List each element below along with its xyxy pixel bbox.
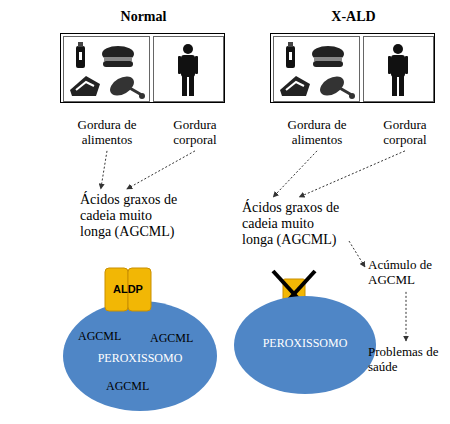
node-label: PEROXISSOMO bbox=[233, 337, 377, 351]
icon-box: Gordura de alimentos bbox=[63, 36, 150, 102]
arrow-connector bbox=[349, 241, 365, 267]
source-label: Gordura de alimentos bbox=[277, 118, 357, 148]
panel-title: Normal bbox=[61, 9, 226, 25]
icon-box: Gordura corporal bbox=[363, 36, 434, 102]
food-icons bbox=[70, 42, 145, 99]
arrow-connector bbox=[299, 151, 405, 197]
node-label: Ácidos graxos de cadeia muito longa (AGC… bbox=[242, 200, 346, 248]
node-label: ALDP bbox=[113, 283, 143, 296]
node-label: PEROXISSOMO bbox=[62, 352, 218, 366]
person-icon bbox=[388, 44, 408, 96]
peroxisome: PEROXISSOMO bbox=[233, 295, 377, 395]
source-label: Gordura corporal bbox=[370, 118, 440, 148]
arrow-connector bbox=[101, 151, 107, 189]
node-label: Problemas de saúde bbox=[368, 345, 444, 375]
node-label: AGCML bbox=[150, 332, 202, 346]
node-label: AGCML bbox=[78, 330, 130, 344]
node-label: AGCML bbox=[106, 380, 158, 394]
peroxisome-membrane bbox=[234, 296, 376, 394]
peroxisome-membrane bbox=[63, 301, 217, 411]
arrow-connector bbox=[127, 151, 195, 189]
node-label: Ácidos graxos de cadeia muito longa (AGC… bbox=[80, 192, 184, 240]
source-label: Gordura de alimentos bbox=[67, 118, 147, 148]
food-icons bbox=[280, 42, 355, 99]
node-label: Acúmulo de AGCML bbox=[368, 258, 444, 288]
text-node: Ácidos graxos de cadeia muito longa (AGC… bbox=[242, 200, 346, 248]
text-node: Problemas de saúde bbox=[368, 345, 444, 375]
arrow-connector bbox=[273, 151, 317, 197]
aldp-transporter: ALDP bbox=[104, 267, 152, 312]
icon-box: Gordura de alimentos bbox=[273, 36, 360, 102]
panel-box: X-ALDGordura de alimentosGordura corpora… bbox=[270, 33, 435, 103]
source-label: Gordura corporal bbox=[160, 118, 230, 148]
arrow-connector bbox=[406, 292, 407, 341]
panel-title: X-ALD bbox=[271, 9, 436, 25]
text-node: Ácidos graxos de cadeia muito longa (AGC… bbox=[80, 192, 184, 240]
icon-box: Gordura corporal bbox=[153, 36, 224, 102]
person-icon bbox=[178, 44, 198, 96]
panel-box: NormalGordura de alimentosGordura corpor… bbox=[60, 33, 225, 103]
peroxisome: AGCML AGCML PEROXISSOMO AGCML bbox=[62, 300, 218, 412]
text-node: Acúmulo de AGCML bbox=[368, 258, 444, 288]
